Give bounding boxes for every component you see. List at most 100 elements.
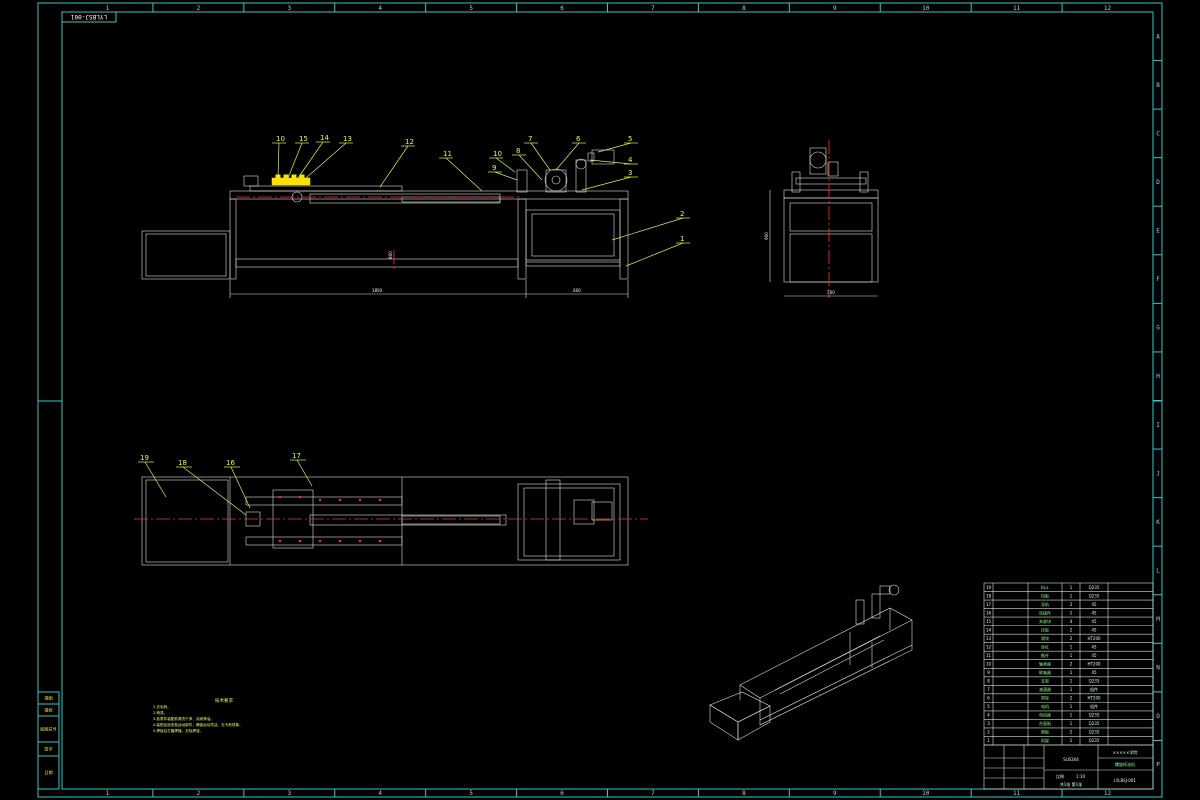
zone-number-top: 12	[1104, 5, 1112, 12]
zone-letter-right: I	[1156, 422, 1160, 429]
bom-material: 45	[1091, 670, 1097, 675]
bom-number: 8	[987, 679, 990, 684]
bom-name: 导轨	[1041, 601, 1049, 607]
bom-name: 电机	[1041, 703, 1049, 709]
bom-name: 带轮	[1041, 695, 1049, 701]
bom-number: 4	[987, 713, 990, 718]
balloon-front: 12	[405, 138, 414, 146]
bom-number: 14	[986, 627, 992, 632]
bom-name: 台面板	[1039, 720, 1051, 726]
zone-number-bottom: 12	[1104, 790, 1112, 797]
bom-qty: 2	[1070, 602, 1073, 607]
bom-qty: 1	[1070, 687, 1073, 692]
title-drawing-code: LYLBSJ-001	[1114, 778, 1136, 783]
front-view: 1850 600 800	[141, 149, 629, 298]
zone-number-top: 5	[469, 5, 473, 12]
balloon-front: 4	[628, 156, 633, 164]
zone-number-top: 8	[742, 5, 746, 12]
bom-material: 45	[1091, 627, 1097, 632]
bom-number: 18	[986, 593, 992, 598]
zone-number-bottom: 2	[197, 790, 201, 797]
stamp-row-label: 描图	[44, 695, 52, 702]
zone-number-top: 1	[106, 5, 110, 12]
note-line: 5.焊接后打磨焊缝，去除焊渣。	[153, 728, 203, 733]
dim-height: 800	[388, 251, 393, 259]
bom-material: HT200	[1087, 636, 1101, 641]
bom-name: 夹紧块	[1039, 618, 1051, 624]
title-school: ×××××学院	[1113, 749, 1138, 755]
zone-number-top: 6	[560, 5, 564, 12]
bom-name: 滑块	[1041, 635, 1049, 641]
bom-qty: 2	[1070, 696, 1073, 701]
bom-number: 16	[986, 610, 992, 615]
bom-number: 17	[986, 602, 992, 607]
bom-name: 料斗	[1041, 584, 1049, 590]
bom-qty: 1	[1070, 644, 1073, 649]
balloon-front: 8	[516, 147, 520, 155]
bom-name: 支架	[1041, 678, 1049, 684]
zone-letter-right: N	[1156, 665, 1160, 672]
zone-letter-right: F	[1156, 276, 1160, 283]
title-sheet: 共1张 第1张	[1060, 781, 1082, 787]
bom-name: 丝杠	[1041, 643, 1049, 649]
zone-number-bottom: 3	[287, 790, 291, 797]
bom-number: 3	[987, 721, 990, 726]
bom-name: 电机座	[1039, 712, 1051, 718]
zone-number-top: 3	[287, 5, 291, 12]
bom-material: 45	[1091, 602, 1097, 607]
dim-overall-length: 1850	[372, 288, 383, 293]
balloon-front: 9	[492, 164, 496, 172]
bom-material: 组件	[1090, 686, 1098, 692]
bom-qty: 1	[1070, 704, 1073, 709]
balloon-top: 17	[292, 452, 301, 460]
bom-qty: 1	[1070, 670, 1073, 675]
note-line: 4.装配后检查各运动部件，确保运动灵活，无卡死现象。	[153, 722, 243, 727]
bom-number: 9	[987, 670, 990, 675]
stamp-row-label: 签字	[44, 746, 52, 752]
zone-letter-right: K	[1156, 519, 1160, 526]
balloon-front: 15	[299, 135, 308, 143]
bom-qty: 1	[1070, 610, 1073, 615]
zone-number-bottom: 8	[742, 790, 746, 797]
zone-number-top: 2	[197, 5, 201, 12]
technical-notes: 技术要求 1.去毛刺。2.喷漆。3.各零件装配前清洗干净，涂润滑油。4.装配后检…	[153, 697, 243, 733]
zone-letter-right: A	[1156, 33, 1160, 40]
title-scale-label: 比例	[1056, 773, 1064, 779]
stamp-row-label: 日期	[44, 770, 52, 776]
zone-letter-right: E	[1156, 228, 1160, 235]
balloon-front: 2	[680, 210, 684, 218]
balloon-front: 3	[628, 169, 632, 177]
zone-letter-right: J	[1156, 470, 1160, 477]
top-view	[134, 476, 648, 566]
bom-number: 10	[986, 662, 992, 667]
zone-number-bottom: 4	[378, 790, 382, 797]
zone-letter-right: H	[1156, 373, 1160, 380]
zone-number-top: 7	[651, 5, 655, 12]
bom-name: 压板	[1041, 626, 1049, 632]
balloon-front: 10	[276, 135, 285, 143]
bom-material: Q235	[1089, 593, 1100, 598]
bom-qty: 1	[1070, 713, 1073, 718]
bom-qty: 1	[1070, 721, 1073, 726]
sheet-frame	[37, 2, 1163, 798]
bom-number: 6	[987, 696, 990, 701]
balloon-front: 7	[528, 135, 532, 143]
bom-material: Q235	[1089, 721, 1100, 726]
zone-letter-right: B	[1156, 82, 1160, 89]
zone-letter-right: D	[1156, 179, 1160, 186]
isometric-view	[709, 584, 913, 741]
bom-material: Q235	[1089, 713, 1100, 718]
bom-material: Q235	[1089, 738, 1100, 743]
note-line: 2.喷漆。	[153, 710, 167, 715]
balloon-front: 13	[343, 135, 352, 143]
zone-number-bottom: 7	[651, 790, 655, 797]
bom-material: 45	[1091, 610, 1097, 615]
zone-number-top: 11	[1013, 5, 1021, 12]
bom-material: Q235	[1089, 585, 1100, 590]
zone-number-top: 10	[922, 5, 930, 12]
notes-title: 技术要求	[215, 697, 233, 704]
